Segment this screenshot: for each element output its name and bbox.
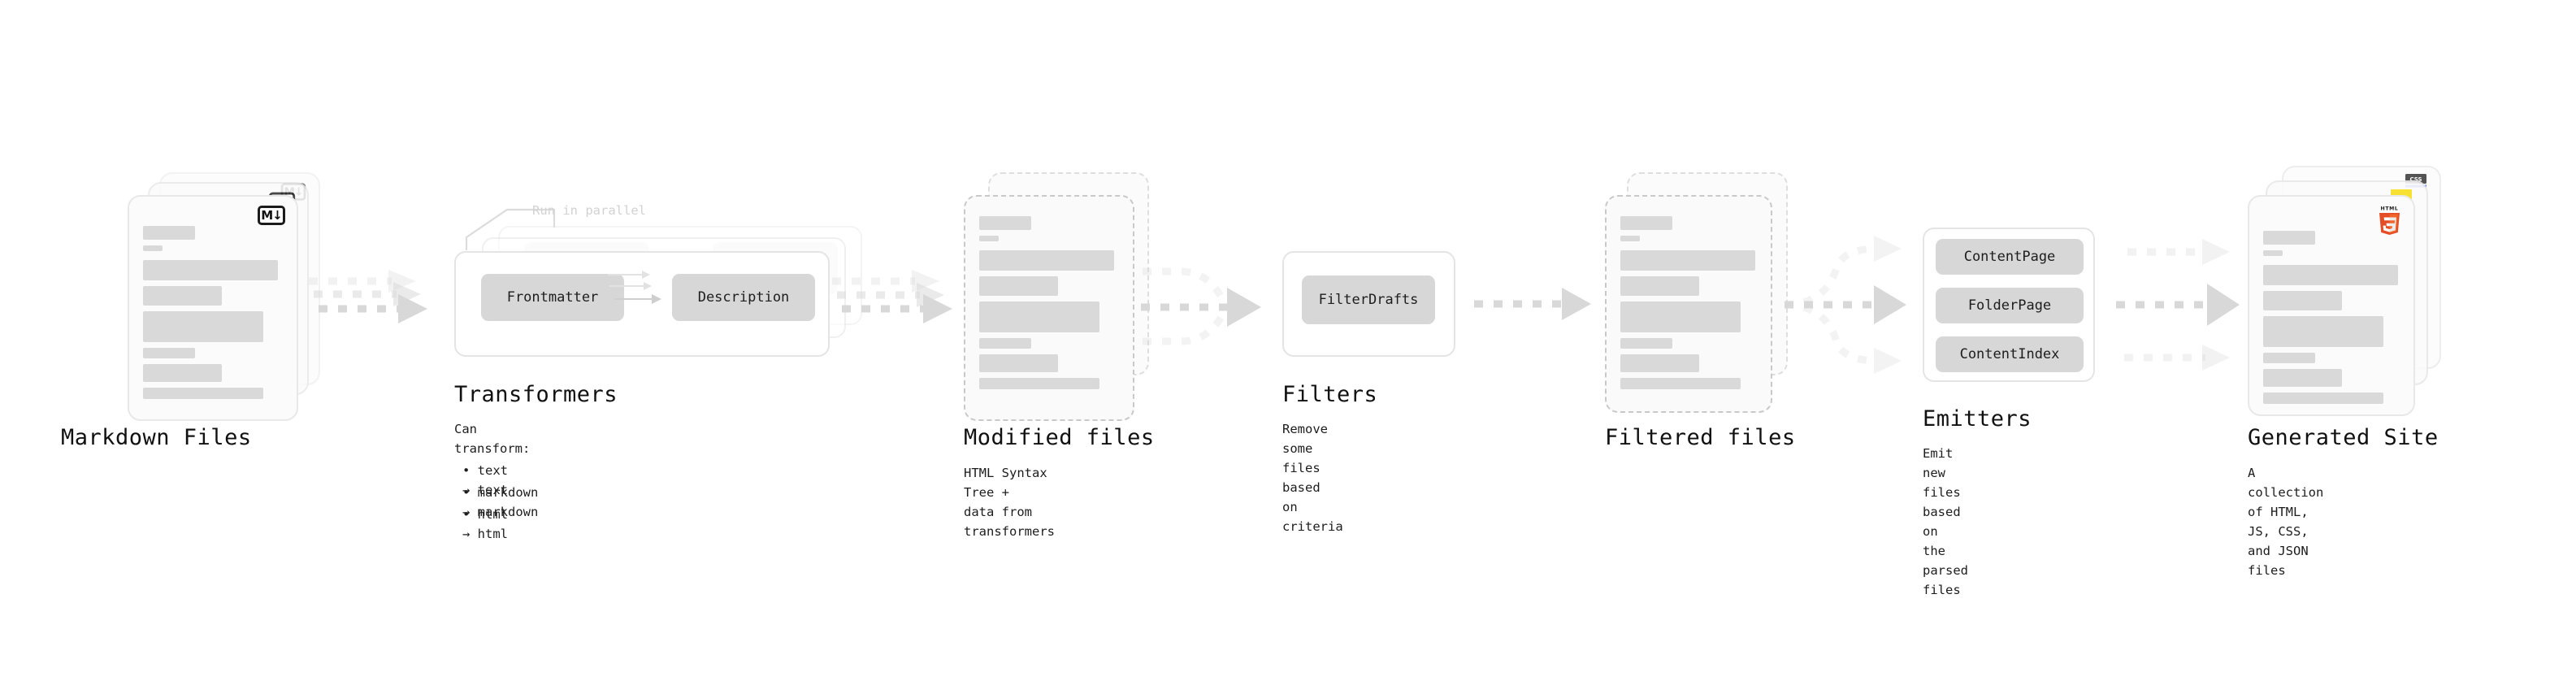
transformers-bullet-2-label: html → html [462, 507, 508, 542]
connector-filtered-to-emitters [1780, 234, 1926, 376]
card-skeleton-lines [2263, 231, 2400, 410]
connector-emitters-to-site [2110, 234, 2256, 376]
emitter-pill-contentindex-label: ContentIndex [1959, 346, 2060, 362]
transformer-internal-arrows-icon [608, 271, 661, 304]
svg-text:CSS: CSS [2409, 176, 2422, 183]
emitter-pill-contentindex[interactable]: ContentIndex [1936, 336, 2084, 372]
connector-modified-to-filters [1136, 250, 1282, 372]
connector-md-to-transformers [307, 268, 437, 349]
filter-pill-filterdrafts-label: FilterDrafts [1318, 292, 1419, 308]
transformers-bullet-0: • text → text [462, 463, 508, 498]
transformer-panel-front[interactable]: Frontmatter Description [454, 251, 830, 357]
transformers-bullet-1: • markdown → markdown [462, 485, 539, 520]
connector-transformers-to-modified [830, 268, 965, 349]
transformer-pill-description-label: Description [697, 289, 790, 306]
emitters-subtitle: Emit new files based on the parsed files [1923, 446, 1968, 598]
html5-badge-icon: HTML [2376, 204, 2403, 235]
filtered-card-front [1605, 195, 1772, 413]
stage-title-filtered-files: Filtered files [1605, 425, 1796, 450]
filter-pill-filterdrafts[interactable]: FilterDrafts [1302, 275, 1435, 324]
connector-filters-to-filtered [1472, 283, 1602, 332]
transformers-bullet-0-label: text → text [462, 463, 508, 498]
card-skeleton-lines [979, 216, 1119, 395]
transformer-pill-description[interactable]: Description [672, 274, 815, 321]
transformers-bullet-1-label: markdown → markdown [462, 485, 539, 520]
filters-subtitle: Remove some files based on criteria [1282, 422, 1343, 535]
stage-title-filters: Filters [1282, 382, 1378, 407]
emitter-pill-folderpage[interactable]: FolderPage [1936, 288, 2084, 323]
svg-text:HTML: HTML [2381, 206, 2399, 212]
markdown-card-front: M↓ [128, 195, 298, 421]
stage-title-transformers: Transformers [454, 382, 618, 407]
modified-files-subtitle: HTML Syntax Tree + data from transformer… [964, 466, 1055, 540]
run-in-parallel-label: Run in parallel [532, 203, 646, 218]
stage-title-generated-site: Generated Site [2248, 425, 2439, 450]
stage-title-emitters: Emitters [1923, 406, 2032, 432]
generated-site-subtitle: A collection of HTML, JS, CSS, and JSON … [2248, 466, 2324, 579]
transformers-bullet-2: • html → html [462, 507, 508, 542]
stage-title-modified-files: Modified files [964, 425, 1155, 450]
card-skeleton-lines [1620, 216, 1757, 395]
transformer-pill-frontmatter[interactable]: Frontmatter [481, 274, 624, 321]
transformers-subtitle: Can transform: [454, 422, 531, 457]
filters-panel[interactable]: FilterDrafts [1282, 251, 1455, 357]
emitter-pill-contentpage-label: ContentPage [1963, 249, 2056, 265]
emitter-pill-folderpage-label: FolderPage [1967, 297, 2052, 314]
emitters-panel[interactable]: ContentPage FolderPage ContentIndex [1923, 228, 2095, 382]
card-skeleton-lines [143, 226, 283, 405]
emitter-pill-contentpage[interactable]: ContentPage [1936, 239, 2084, 275]
site-card-front-html: HTML [2248, 195, 2415, 416]
stage-title-markdown-files: Markdown Files [61, 425, 252, 450]
modified-card-front [964, 195, 1134, 421]
markdown-badge-icon: M↓ [258, 206, 285, 225]
run-in-parallel-bracket-icon [465, 208, 556, 250]
transformer-pill-frontmatter-label: Frontmatter [506, 289, 599, 306]
